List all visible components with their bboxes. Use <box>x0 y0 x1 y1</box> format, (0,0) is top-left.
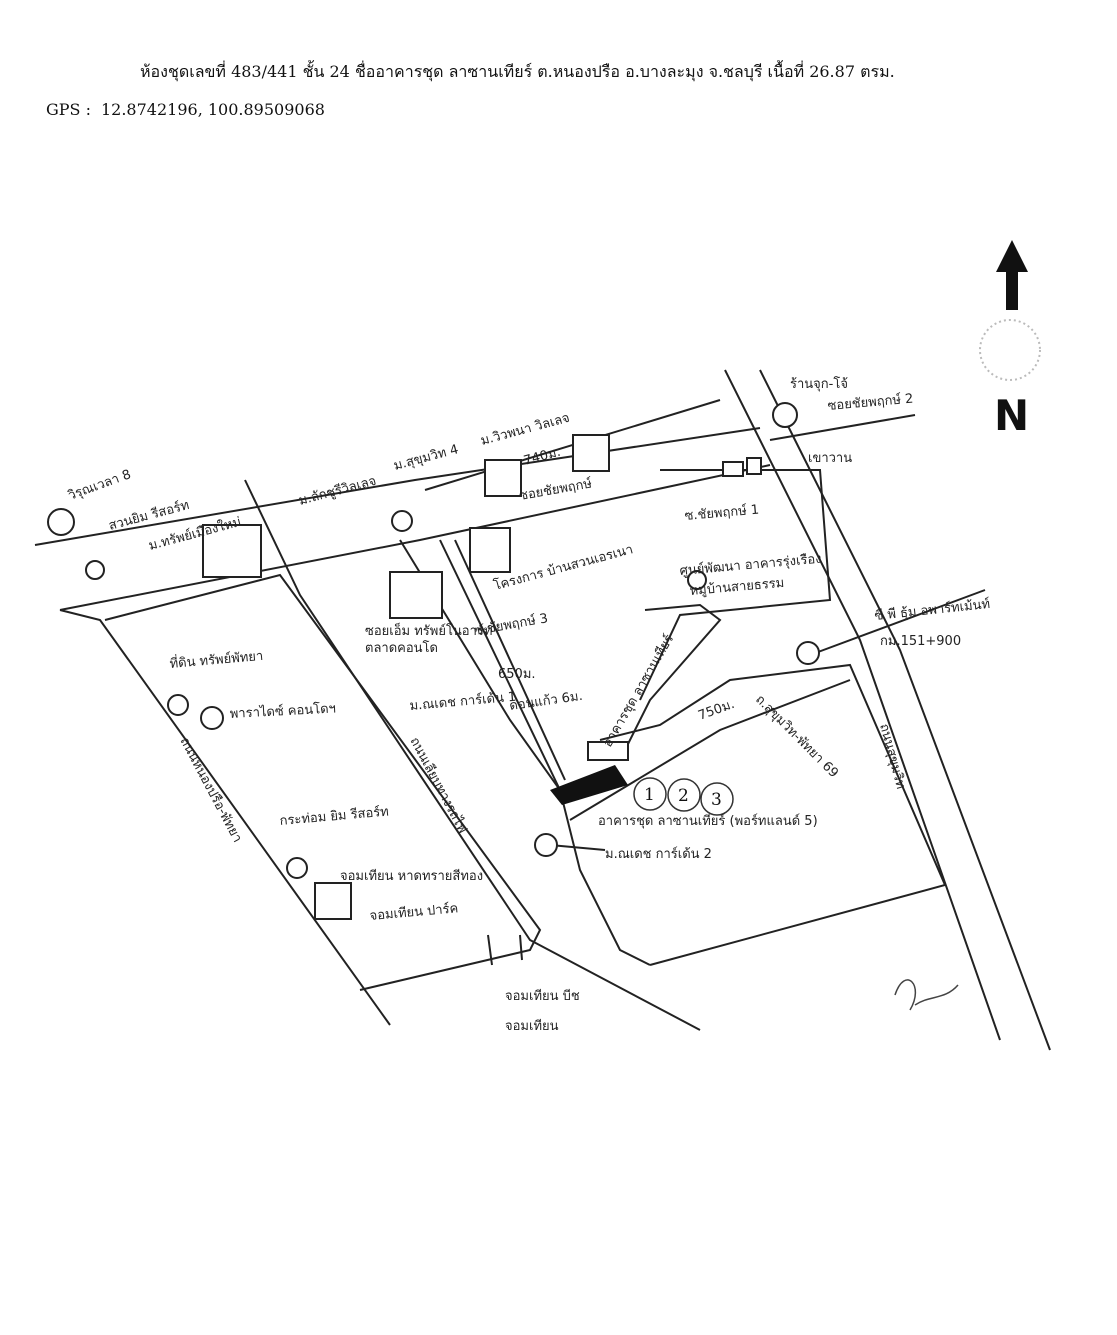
road-left-block <box>104 573 542 991</box>
road-top-lower <box>59 464 771 611</box>
numbered-markers: 1 2 3 <box>633 777 734 816</box>
label-swan-rd: สวนยิม รีสอร์ท <box>107 497 191 534</box>
subject-building-annex <box>587 741 629 761</box>
pointer-seven <box>809 589 986 656</box>
label-mu-garden1: ม.ณเดช การ์เด้น 1 <box>409 689 517 714</box>
label-jomtien-beach: จอมเทียน บีช <box>505 988 580 1004</box>
road-sukhumvit-inner <box>759 369 1051 1051</box>
marker-circle-2 <box>667 778 701 812</box>
landmark-circle-5 <box>687 570 707 590</box>
signature <box>894 979 959 1011</box>
label-hua-hin: พาราไดซ์ คอนโดฯ <box>229 700 336 722</box>
label-khaotalo: เขาวาน <box>808 451 852 466</box>
north-arrow-icon <box>996 240 1028 310</box>
label-market-condo: ตลาดคอนโด <box>365 640 438 656</box>
label-distance-740: 740ม. <box>522 445 562 469</box>
gps-label: GPS : <box>46 100 91 119</box>
landmark-circle-9 <box>286 857 308 879</box>
road-left-outer <box>59 609 391 1026</box>
road-inner-b <box>639 469 832 701</box>
landmark-circle-3 <box>391 510 413 532</box>
marker-1: 1 <box>644 785 655 805</box>
road-middle <box>399 539 651 966</box>
subject-building-block <box>550 765 628 805</box>
road-sukhumvit-outer <box>724 369 1001 1041</box>
north-arrow: N <box>979 240 1041 440</box>
label-nong-pl: ถนนหนองปรือ-พัทยา <box>176 734 245 845</box>
soi-line-right <box>769 414 916 441</box>
marker-2: 2 <box>678 786 689 806</box>
building-box-2 <box>572 434 610 472</box>
marker-circle-1 <box>633 777 667 811</box>
label-mu-sukhumvit4: ม.สุขุมวิท 4 <box>392 442 460 474</box>
gps-coordinates: GPS : 12.8742196, 100.89509068 <box>46 100 325 119</box>
label-d750: 750ม. <box>696 697 736 724</box>
label-sukhumvit-pattaya: ถ.สุขุมวิท-พัทยา 69 <box>752 692 841 781</box>
label-tree-resort: กระท่อม ยิม รีสอร์ท <box>279 804 389 829</box>
building-box-6 <box>314 882 352 920</box>
landmark-circle-6 <box>796 641 820 665</box>
label-seven: ซี พี ธุ้ม อพาร์ทเม้นท์ <box>874 596 991 624</box>
building-box-3 <box>202 524 262 578</box>
label-d650: 650ม. <box>498 667 536 682</box>
road-left-inner <box>244 479 701 1031</box>
label-suan-pt: จอมเทียน <box>505 1018 559 1034</box>
label-sukhumvit-road: ถนนสุขุมวิท <box>876 722 908 791</box>
label-km: กม.151+900 <box>880 634 961 649</box>
label-mu-wyp: ม.วิวพนา วิลเลจ <box>479 411 571 449</box>
label-yu-soi: ดอนแก้ว 6ม. <box>508 689 583 714</box>
building-boxes <box>202 434 762 920</box>
pointer-garden2 <box>549 844 606 851</box>
map-labels: วิรุณเวลา 8 สวนยิม รีสอร์ท ม.ทรัพย์เมือง… <box>66 376 991 1034</box>
label-mu-lakchai: ม.ลักชูรีวิลเลจ <box>297 473 378 509</box>
landmark-circle-1 <box>47 508 75 536</box>
road-inner-d <box>454 539 566 781</box>
building-box-7 <box>722 461 744 477</box>
landmark-circles <box>47 402 820 879</box>
road-inner-a <box>439 539 561 791</box>
label-sukhumvit-soi: ซ.ชัยพฤกษ์ 1 <box>684 502 760 524</box>
label-ranjuk: ร้านจุก-โจ้ <box>790 376 848 392</box>
building-box-1 <box>484 459 522 497</box>
label-kindergarten: ศูนย์พัฒนา อาคารรุ่งเรือง <box>679 551 822 579</box>
marker-circle-3 <box>700 782 734 816</box>
road-tick-lines <box>487 934 523 966</box>
building-box-4 <box>389 571 443 619</box>
label-building-full: อาคารชุด ลาซานเทียร์ (พอร์ทแลนด์ 5) <box>598 813 818 829</box>
road-inner-c <box>619 603 722 761</box>
subject-building <box>550 741 629 805</box>
label-soi-chaiyapruek-top: ซอยชัยพฤกษ์ <box>518 475 594 504</box>
label-soi-chaiyapruek2: ซอยชัยพฤกษ์ 2 <box>827 391 914 414</box>
label-wichai: วิรุณเวลา 8 <box>66 467 134 504</box>
compass-emblem-icon <box>979 319 1041 381</box>
gps-value: 12.8742196, 100.89509068 <box>100 100 325 119</box>
label-road-lower: ถนนเลียบทางรถไฟ <box>406 734 470 836</box>
marker-3: 3 <box>711 790 722 810</box>
landmark-circle-8 <box>200 706 224 730</box>
label-jomtien-r: จอมเทียน หาดทรายสีทอง <box>340 868 483 884</box>
road-top-upper <box>34 427 761 546</box>
road-inner-block <box>599 663 947 966</box>
landmark-circle-7 <box>167 694 189 716</box>
label-pattaya-resort: ที่ดิน ทรัพย์พัทยา <box>169 647 264 672</box>
north-label: N <box>994 391 1029 440</box>
document-title: ห้องชุดเลขที่ 483/441 ชั้น 24 ชื่ออาคารช… <box>140 62 895 81</box>
label-mu-garden2: ม.ณเดช การ์เด้น 2 <box>605 846 712 862</box>
landmark-circle-2 <box>85 560 105 580</box>
building-box-5 <box>469 527 511 573</box>
landmark-circle-4 <box>772 402 798 428</box>
distance-arrow-750 <box>569 679 851 821</box>
label-project: โครงการ บ้านสวนเอรเนา <box>492 541 635 594</box>
label-building: อาคารชุด ลาซานเทียร์ <box>600 632 678 750</box>
label-pond-resort: ซอยเอ็ม ทรัพย์โนอาร์ท <box>365 621 492 639</box>
label-jomtien-park: จอมเทียน ปาร์ค <box>369 900 459 924</box>
landmark-circle-10 <box>534 833 558 857</box>
building-box-8 <box>746 457 762 475</box>
